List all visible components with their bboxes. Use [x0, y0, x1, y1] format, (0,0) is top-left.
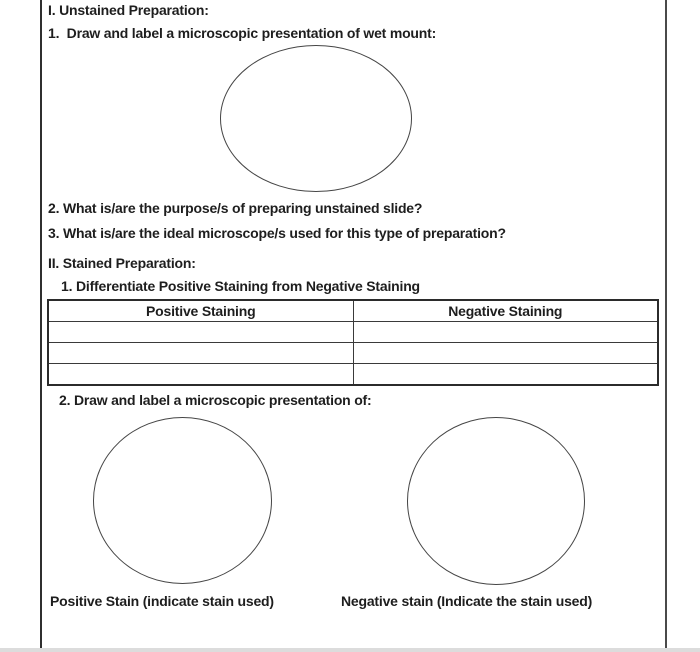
page-left-rule [40, 0, 42, 648]
table-cell-empty [352, 363, 659, 386]
section2-item2: 2. Draw and label a microscopic presenta… [59, 392, 372, 408]
section2-heading: II. Stained Preparation: [48, 255, 196, 271]
section2-item1: 1. Differentiate Positive Staining from … [61, 278, 420, 294]
table-row [47, 342, 659, 364]
scan-edge-artifact [0, 648, 700, 652]
table-row [47, 321, 659, 343]
negative-stain-drawing-area [407, 417, 585, 585]
section1-item1: 1. Draw and label a microscopic presenta… [48, 25, 437, 41]
table-row [47, 363, 659, 386]
positive-stain-caption: Positive Stain (indicate stain used) [50, 593, 274, 609]
table-cell-empty [352, 321, 659, 343]
section1-question2: 2. What is/are the purpose/s of preparin… [48, 200, 423, 216]
positive-stain-drawing-area [93, 417, 272, 584]
page-right-rule [665, 0, 667, 652]
negative-stain-caption: Negative stain (Indicate the stain used) [341, 593, 593, 609]
table-cell-empty [352, 342, 659, 364]
table-cell-empty [47, 321, 354, 343]
table-cell-empty [47, 342, 354, 364]
section1-question3: 3. What is/are the ideal microscope/s us… [48, 225, 506, 241]
section1-heading: I. Unstained Preparation: [48, 2, 209, 18]
table-cell-empty [47, 363, 354, 386]
wet-mount-drawing-area [220, 45, 412, 192]
staining-comparison-table: Positive Staining Negative Staining [47, 299, 659, 386]
column-header-negative-staining: Negative Staining [352, 299, 659, 322]
table-header-row: Positive Staining Negative Staining [47, 299, 659, 322]
column-header-positive-staining: Positive Staining [47, 299, 354, 322]
